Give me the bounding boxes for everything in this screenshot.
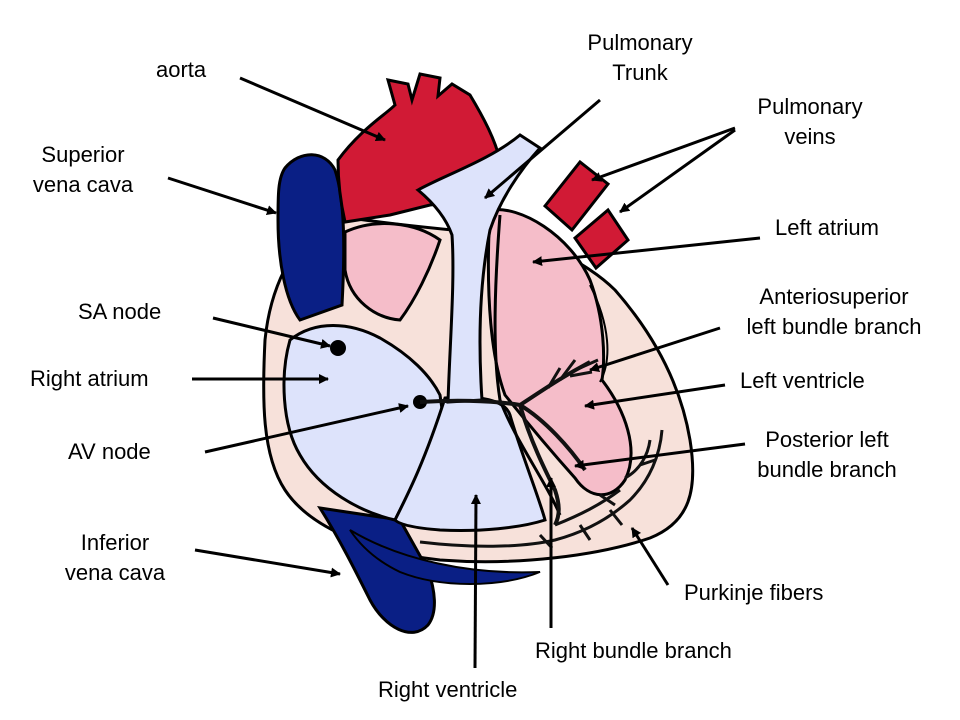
label-superior-vena-cava-line1: Superior	[41, 142, 125, 167]
bundle-of-his	[419, 398, 521, 407]
arrow-inferior-vena-cava	[194, 548, 341, 578]
arrow-sa-node	[212, 316, 331, 349]
interventricular-septum	[493, 214, 562, 516]
pulmonary-vein-lower	[572, 207, 630, 271]
label-inferior-vena-cava-line2: vena cava	[64, 560, 166, 585]
label-aorta: aorta	[156, 57, 207, 82]
purkinje-fiber-network	[419, 429, 664, 550]
arrow-right-ventricle	[470, 494, 481, 669]
label-pulmonary-veins: Pulmonary veins	[740, 92, 880, 152]
label-sa-node: SA node	[78, 299, 162, 324]
arrow-pulmonary-veins-upper	[591, 126, 736, 182]
label-inferior-vena-cava-line1: Inferior	[80, 530, 150, 555]
label-superior-vena-cava-line2: vena cava	[32, 172, 134, 197]
label-right-bundle-branch: Right bundle branch	[535, 638, 732, 663]
arrow-superior-vena-cava	[167, 176, 277, 215]
arrow-pulmonary-trunk	[484, 98, 601, 200]
label-pulmonary-veins-line2: veins	[784, 124, 836, 149]
label-left-ventricle: Left ventricle	[740, 368, 865, 393]
inferior-vena-cava	[317, 506, 436, 634]
label-inferior-vena-cava: Inferior vena cava	[40, 528, 190, 588]
label-av-node: AV node	[68, 439, 151, 464]
label-right-ventricle: Right ventricle	[378, 677, 518, 702]
arrow-av-node	[204, 403, 409, 454]
arrow-posterior-lbb	[574, 442, 746, 470]
label-anteriosuperior-lbb-line2: left bundle branch	[746, 314, 922, 339]
label-anteriosuperior-lbb: Anteriosuperior left bundle branch	[722, 282, 946, 342]
right-bundle-branch-path	[518, 404, 561, 526]
label-anteriosuperior-lbb-line1: Anteriosuperior	[759, 284, 909, 309]
pulmonary-trunk-vessel	[415, 133, 543, 404]
arrow-left-atrium	[532, 236, 761, 267]
label-posterior-lbb-line1: Posterior left	[765, 427, 889, 452]
arrow-anteriosuperior-lbb	[589, 326, 721, 372]
coronary-sinus-band	[349, 529, 541, 585]
superior-vena-cava	[276, 153, 346, 322]
label-pulmonary-veins-line1: Pulmonary	[757, 94, 863, 119]
label-pulmonary-trunk-line1: Pulmonary	[587, 30, 693, 55]
right-ventricle-chamber	[393, 395, 547, 533]
label-left-atrium: Left atrium	[775, 215, 879, 240]
sa-node-dot	[330, 340, 346, 356]
label-posterior-lbb-line2: bundle branch	[757, 457, 897, 482]
arrow-aorta	[239, 76, 386, 142]
arrow-left-ventricle	[584, 383, 726, 410]
label-pulmonary-trunk-line2: Trunk	[612, 60, 668, 85]
label-right-atrium: Right atrium	[30, 366, 149, 391]
label-posterior-lbb: Posterior left bundle branch	[732, 425, 922, 485]
label-purkinje-fibers: Purkinje fibers	[684, 580, 824, 605]
anteriosuperior-branch-fan	[546, 358, 599, 389]
left-chambers	[486, 207, 633, 497]
aortic-root-chamber	[343, 222, 442, 322]
left-ventricle-outline	[589, 284, 609, 383]
arrow-purkinje-fibers	[630, 527, 670, 586]
label-pulmonary-trunk: Pulmonary Trunk	[570, 28, 710, 88]
label-superior-vena-cava: Superior vena cava	[8, 140, 158, 200]
arrow-pulmonary-veins-lower	[619, 128, 736, 214]
